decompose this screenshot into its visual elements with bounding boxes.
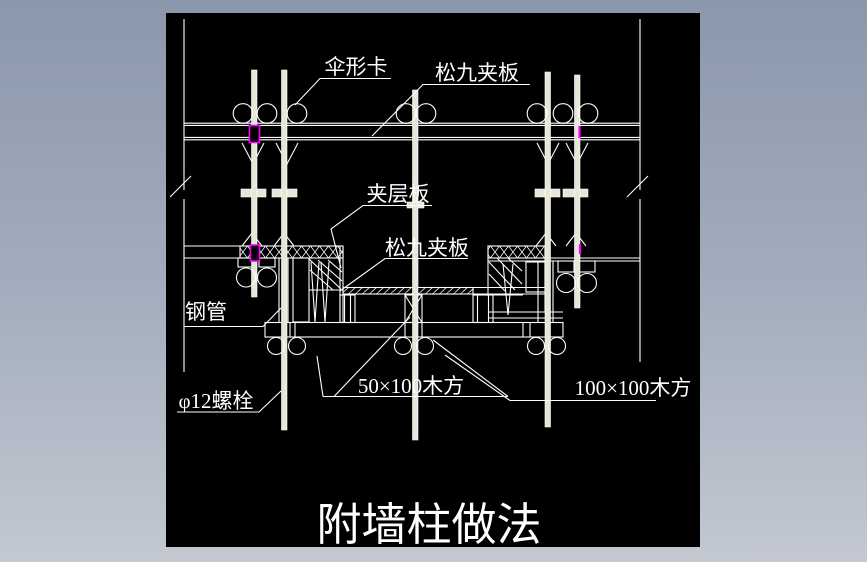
label-steel-pipe: 钢管 — [185, 300, 227, 324]
steel-pipe-icon — [287, 336, 307, 356]
tie-rod — [281, 69, 288, 431]
channel-board-hatch — [342, 286, 474, 295]
label-umbrella-clamp: 伞形卡 — [325, 55, 388, 79]
umbrella-clamp-icon — [232, 103, 254, 124]
structure-lines — [169, 19, 649, 372]
clamps-and-leaders — [177, 77, 656, 413]
pipe-fitting — [557, 260, 575, 273]
leader-sandwich-board — [330, 204, 432, 269]
steel-pipe-icon — [547, 336, 567, 356]
tie-rod — [574, 74, 581, 309]
label-bolt: φ12螺栓 — [178, 389, 253, 413]
steel-pipe-icon — [393, 336, 413, 356]
left-board — [292, 257, 310, 323]
label-plywood-top: 松九夹板 — [435, 61, 519, 85]
umbrella-clamp-icon — [256, 103, 278, 124]
umbrella-clamp-icon — [415, 103, 437, 124]
steel-pipe-icon — [526, 336, 546, 356]
leader-plywood-top — [371, 83, 530, 137]
leader-timber-small — [316, 316, 509, 398]
right-block-hatch — [488, 257, 523, 296]
pipe-fitting — [578, 260, 596, 273]
left-block-hatch — [308, 258, 343, 291]
label-sandwich-board: 夹层板 — [367, 182, 430, 206]
tie-rod — [251, 69, 258, 298]
steel-pipe-icon — [415, 336, 435, 356]
steel-pipe-icon — [576, 272, 598, 294]
tie-rod — [412, 89, 419, 441]
umbrella-clamp-icon — [526, 103, 548, 124]
drawing-title: 附墙柱做法 — [316, 500, 541, 547]
labels: 伞形卡 松九夹板 夹层板 松九夹板 钢管 φ12螺栓 50×100木方 100×… — [178, 55, 691, 547]
pipe-fitting — [258, 257, 276, 268]
right-break-mark — [626, 175, 649, 198]
cad-drawing: 伞形卡 松九夹板 夹层板 松九夹板 钢管 φ12螺栓 50×100木方 100×… — [169, 19, 691, 547]
umbrella-clamp-icon — [552, 103, 574, 124]
label-timber-small: 50×100木方 — [358, 374, 464, 398]
leader-steel-pipe — [184, 307, 282, 328]
steel-pipe-icon — [235, 267, 257, 288]
steel-pipe-icon — [256, 267, 278, 288]
cone-wedge — [502, 263, 514, 316]
batten — [339, 294, 356, 324]
highlight-mark — [249, 244, 261, 262]
upper-slab-lines — [184, 122, 640, 141]
leader-bolt — [177, 390, 282, 413]
leader-umbrella-clamp — [294, 77, 391, 106]
highlight-mark — [248, 124, 261, 144]
highlight-marks — [248, 124, 582, 262]
cone-wedge — [310, 261, 320, 323]
steel-pipe-icon — [555, 272, 577, 294]
tie-rod — [544, 71, 551, 428]
label-plywood-mid: 松九夹板 — [385, 236, 469, 260]
lower-slab-right-hatch — [487, 245, 546, 259]
label-timber-big: 100×100木方 — [575, 376, 692, 400]
tie-rods — [251, 69, 581, 441]
steel-pipe-icon — [266, 336, 286, 356]
leader-plywood-mid — [339, 257, 468, 292]
umbrella-clamp-icon — [286, 103, 308, 124]
drawing-canvas[interactable]: 伞形卡 松九夹板 夹层板 松九夹板 钢管 φ12螺栓 50×100木方 100×… — [166, 13, 700, 547]
leader-timber-big — [444, 354, 656, 402]
left-break-mark — [169, 175, 192, 198]
umbrella-clamp-icon — [577, 103, 599, 124]
